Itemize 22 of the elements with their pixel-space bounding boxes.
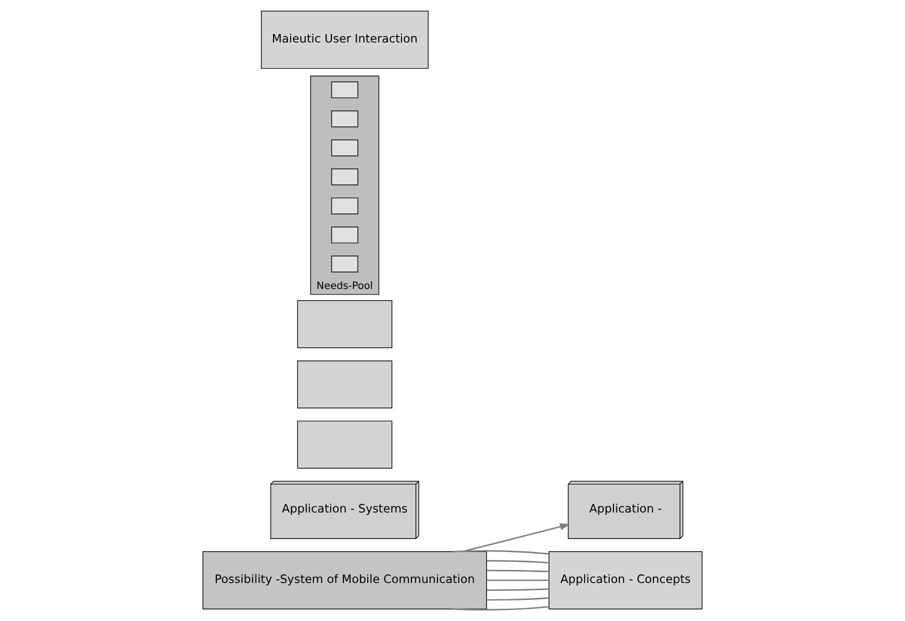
connector <box>486 580 549 582</box>
connector <box>486 597 549 601</box>
node-box <box>331 226 358 244</box>
node-box <box>331 168 358 186</box>
connector <box>486 570 549 572</box>
connector <box>486 588 549 591</box>
node-box <box>297 300 392 348</box>
connector <box>452 606 549 610</box>
node-box <box>297 360 392 408</box>
node-box <box>297 420 392 469</box>
node-box: Application - Concepts <box>548 551 702 610</box>
node-box <box>331 140 358 156</box>
node-box: Maieutic User Interaction <box>260 10 429 69</box>
node-box <box>331 82 358 98</box>
node-box <box>331 110 358 128</box>
node-box: Possibility -System of Mobile Communication <box>202 551 487 610</box>
cluster: Needs-Pool <box>310 76 380 295</box>
connector <box>486 560 549 564</box>
arrow <box>462 523 570 552</box>
node-box <box>331 198 358 214</box>
connector <box>452 550 549 555</box>
node-box <box>331 256 358 272</box>
